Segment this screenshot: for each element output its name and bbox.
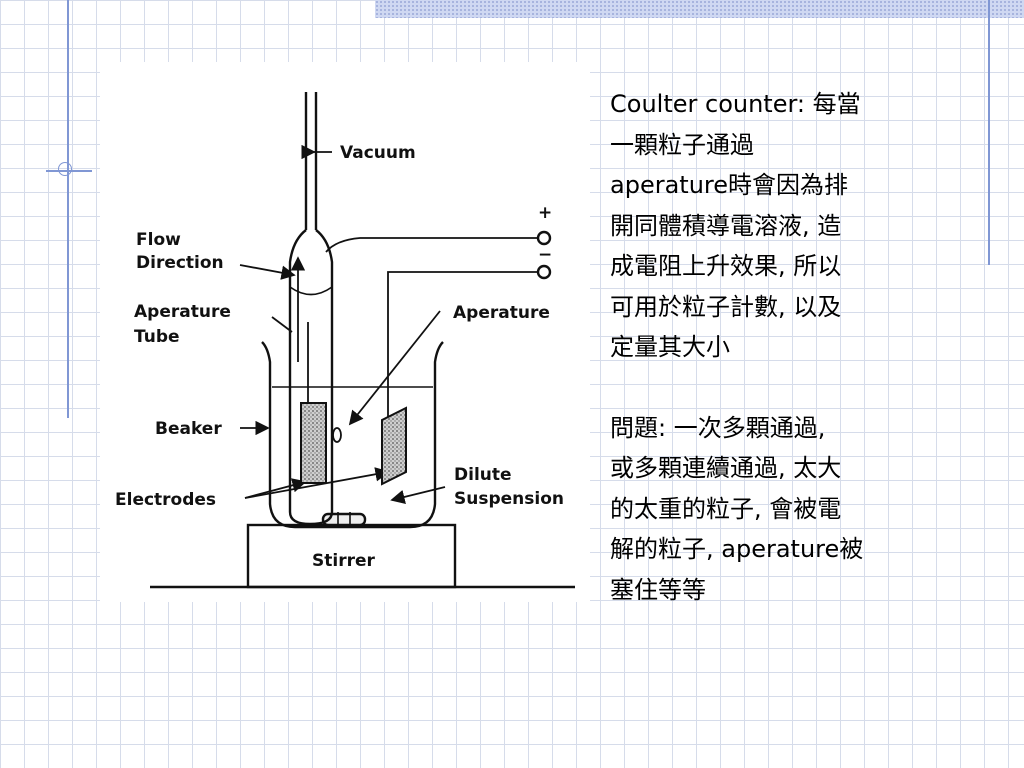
description-text: Coulter counter: 每當 一顆粒子通過 aperature時會因為… bbox=[610, 84, 955, 610]
paragraph-coulter-counter: Coulter counter: 每當 一顆粒子通過 aperature時會因為… bbox=[610, 84, 955, 368]
label-stirrer: Stirrer bbox=[312, 551, 375, 571]
aperature-tube bbox=[288, 229, 334, 526]
label-flow-direction-2: Direction bbox=[136, 253, 224, 273]
text-line: aperature時會因為排 bbox=[610, 171, 849, 199]
wire-lower bbox=[387, 271, 537, 472]
label-vacuum: Vacuum bbox=[340, 143, 416, 163]
paragraph-gap bbox=[610, 368, 955, 408]
text-line: 的太重的粒子, 會被電 bbox=[610, 494, 842, 523]
meniscus bbox=[289, 286, 333, 296]
label-aperature-tube-2: Tube bbox=[134, 327, 180, 347]
diagram-svg: Vacuum Flow Direction Aperature Tube Ape… bbox=[115, 92, 575, 589]
label-plus: + bbox=[538, 203, 552, 223]
wire-upper bbox=[325, 237, 537, 253]
label-beaker: Beaker bbox=[155, 419, 222, 439]
label-electrodes: Electrodes bbox=[115, 490, 216, 510]
paragraph-problems: 問題: 一次多顆通過, 或多顆連續通過, 太大 的太重的粒子, 會被電 解的粒子… bbox=[610, 408, 955, 611]
text-line: 定量其大小 bbox=[610, 333, 730, 361]
coulter-counter-diagram: Vacuum Flow Direction Aperature Tube Ape… bbox=[100, 62, 590, 602]
left-vertical-rule bbox=[67, 0, 69, 418]
rule-ring-ornament bbox=[58, 162, 72, 176]
text-line: 可用於粒子計數, 以及 bbox=[610, 292, 842, 321]
text-line: 解的粒子, aperature被 bbox=[610, 535, 864, 563]
top-decorative-band bbox=[375, 0, 1024, 18]
label-flow-direction-1: Flow bbox=[136, 230, 181, 250]
text-line: 開同體積導電溶液, 造 bbox=[610, 211, 842, 240]
text-line: 或多顆連續通過, 太大 bbox=[610, 454, 842, 482]
text-line: Coulter counter: 每當 bbox=[610, 90, 861, 118]
text-line: 成電阻上升效果, 所以 bbox=[610, 252, 842, 280]
terminal-plus bbox=[536, 230, 552, 246]
electrode-outer bbox=[381, 406, 407, 486]
text-line: 塞住等等 bbox=[610, 575, 706, 604]
aperature-hole bbox=[332, 427, 342, 443]
label-minus: − bbox=[538, 245, 552, 265]
right-vertical-rule bbox=[988, 0, 990, 265]
stir-bar bbox=[321, 512, 367, 527]
beaker-outline bbox=[261, 341, 444, 529]
label-aperature-tube-1: Aperature bbox=[134, 302, 231, 322]
label-aperature: Aperature bbox=[453, 303, 550, 323]
text-line: 一顆粒子通過 bbox=[610, 130, 754, 159]
terminal-minus bbox=[536, 264, 552, 280]
electrode-inner bbox=[300, 402, 327, 484]
text-line: 問題: 一次多顆通過, bbox=[610, 413, 826, 442]
label-dilute: Dilute bbox=[454, 465, 512, 485]
label-suspension: Suspension bbox=[454, 489, 564, 509]
